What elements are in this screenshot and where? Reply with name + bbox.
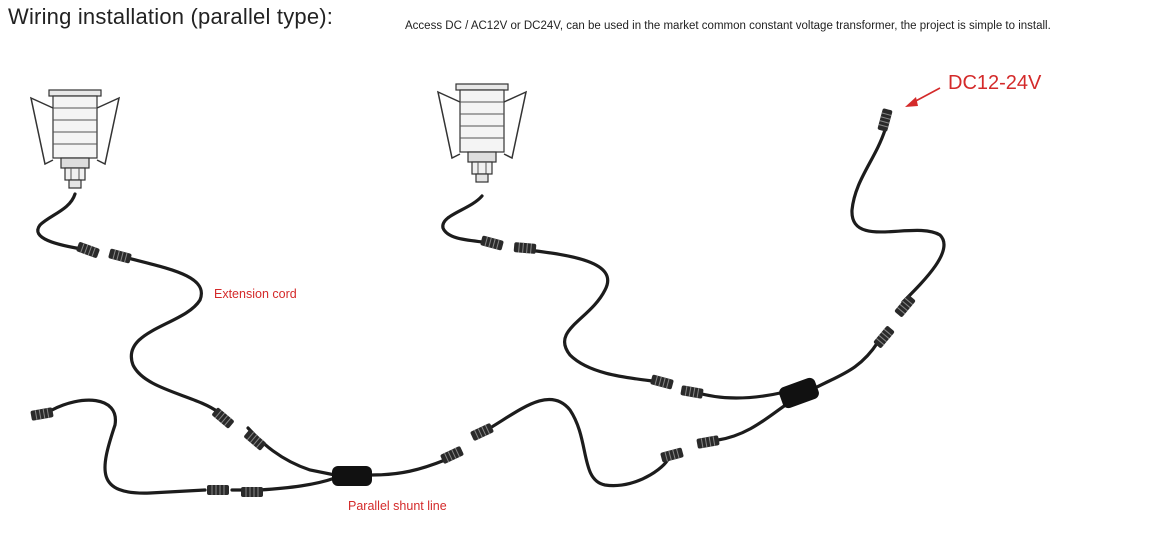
connector-icon [513,241,537,255]
connector-icon [242,428,268,452]
shunt1-right-lead [370,458,447,477]
connector-icon [439,445,465,465]
parallel-shunt-box-1 [332,466,372,486]
description-text: Access DC / AC12V or DC24V, can be used … [405,20,1051,32]
lamp-1-icon [30,89,120,189]
connector-icon [659,446,685,464]
extension-cord-cable [118,254,220,414]
power-plug-icon [876,107,894,133]
lamp-2-icon [437,83,527,183]
lamp2-cable [441,194,492,245]
connector-icon [479,234,505,252]
shunt1-to-right-cable [488,397,670,488]
connector-icon [206,484,230,496]
connector-icon [29,406,55,422]
connector-icon [469,422,495,442]
extension-cord-cable-b [246,426,337,477]
lamp2-extension-b [693,390,787,400]
lamp1-cable [36,192,90,252]
connector-icon [75,241,101,259]
connector-icon [679,384,705,400]
page-title: Wiring installation (parallel type): [8,4,334,29]
shunt1-left-lead [258,476,337,492]
power-cable [850,128,946,304]
left-free-cable [50,398,207,495]
parallel-shunt-box-2 [779,377,819,409]
connector-icon [107,247,133,265]
power-input-label: DC12-24V [948,72,1042,94]
extension-cord-label: Extension cord [214,287,297,301]
shunt2-lower-lead [716,400,792,442]
shunt2-power-lead [813,340,880,390]
connector-icon [240,486,264,498]
connector-icon [649,373,675,391]
lamp2-extension [526,248,662,384]
connector-icon [695,434,721,450]
parallel-shunt-line-label: Parallel shunt line [348,499,447,513]
